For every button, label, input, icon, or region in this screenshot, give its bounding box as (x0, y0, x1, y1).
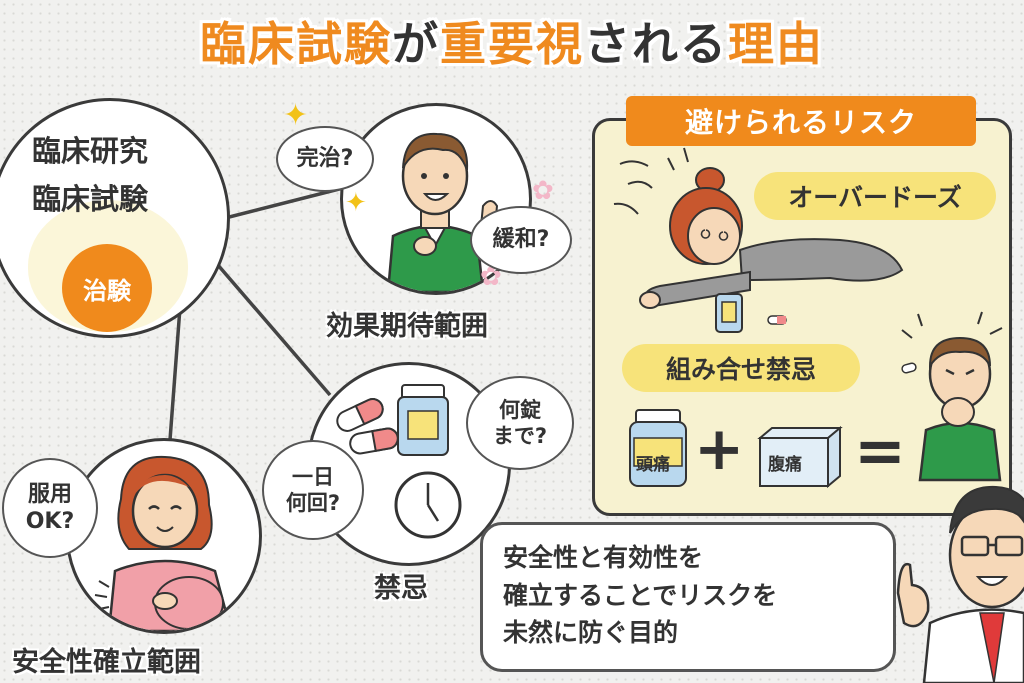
stomachache-medicine-box (757, 425, 843, 489)
stomachache-label: 腹痛 (768, 455, 802, 475)
worried-man-illustration (901, 311, 1003, 482)
times-per-day-line2: 何回? (285, 491, 341, 515)
purpose-line2: 確立することでリスクを (503, 580, 778, 610)
title-part-3: 重要視 (440, 17, 584, 71)
overdose-pill: オーバードーズ (754, 172, 996, 220)
purpose-line1: 安全性と有効性を (503, 543, 704, 572)
page-title: 臨床試験が重要視される理由 (0, 8, 1024, 74)
sparkle-icon: ✦ (283, 98, 309, 133)
pregnant-woman-illustration (94, 455, 233, 631)
chiken-label: 治験 (83, 276, 131, 305)
effect-circle (340, 103, 532, 295)
title-part-2: が (392, 17, 440, 71)
risk-header: 避けられるリスク (626, 96, 976, 146)
combination-pill: 組み合せ禁忌 (622, 344, 860, 392)
chiken-circle: 治験 (62, 244, 152, 332)
take-ok-line2: OK? (25, 509, 75, 534)
safety-range-label: 安全性確立範囲 (12, 647, 201, 678)
clinical-research-label: 臨床研究 (32, 134, 149, 168)
relief-text: 緩和? (492, 227, 550, 253)
effect-range-label: 効果期待範囲 (326, 311, 488, 342)
take-ok-line1: 服用 (27, 481, 72, 507)
relief-bubble: 緩和? (470, 206, 572, 274)
safety-circle (66, 438, 262, 634)
cure-text: 完治? (296, 146, 354, 172)
times-per-day-bubble: 一日何回? (262, 440, 364, 540)
overdose-woman-illustration (613, 147, 904, 333)
flower-icon: ✿ (532, 176, 554, 206)
cure-bubble: 完治? (276, 126, 374, 192)
how-many-pills-bubble: 何錠まで? (466, 376, 574, 470)
title-part-4: される (584, 17, 728, 71)
times-per-day-line1: 一日 (292, 464, 334, 489)
plus-icon: + (694, 414, 745, 484)
pills-and-clock-illustration (336, 384, 462, 539)
sparkle-icon: ✦ (345, 188, 367, 218)
headache-label: 頭痛 (636, 455, 670, 475)
title-part-5: 理由 (728, 17, 824, 71)
purpose-line3: 未然に防ぐ目的 (503, 618, 679, 647)
title-part-1: 臨床試験 (200, 17, 392, 71)
contraindication-label: 禁忌 (374, 573, 428, 604)
equals-icon: = (854, 414, 906, 487)
doctor-illustration (896, 485, 1024, 683)
purpose-speech-bubble: 安全性と有効性を 確立することでリスクを 未然に防ぐ目的 (480, 522, 896, 672)
clinical-trial-label: 臨床試験 (32, 182, 149, 216)
how-many-line1: 何錠 (499, 397, 541, 422)
headache-medicine-bottle (629, 409, 687, 487)
how-many-line2: まで? (492, 424, 548, 448)
